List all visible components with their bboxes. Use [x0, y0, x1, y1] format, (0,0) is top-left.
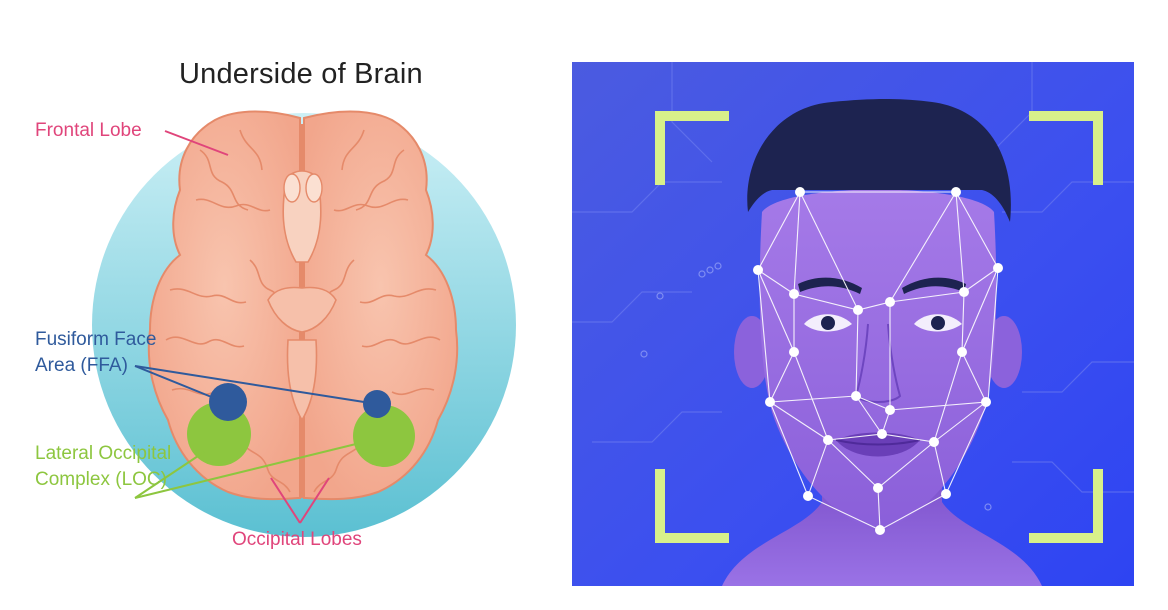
mouth-line	[835, 439, 921, 446]
olfactory-bulb-right	[305, 173, 323, 203]
bracket-bottom-left	[655, 469, 729, 543]
right-eyebrow	[902, 277, 966, 294]
ffa-pointer-right	[134, 365, 365, 403]
pons-structure	[286, 339, 318, 422]
brain-right-hemisphere	[303, 110, 459, 501]
frontal-lobe-label: Frontal Lobe	[35, 120, 142, 141]
circuit-nodes	[640, 262, 992, 511]
right-eye	[914, 314, 962, 332]
brain-illustration	[92, 110, 516, 537]
face-mesh-lines	[757, 191, 999, 531]
ffa-left-marker	[209, 383, 247, 421]
loc-pointer-left	[134, 451, 205, 499]
left-eyebrow	[798, 277, 862, 294]
nose	[854, 323, 902, 403]
face-shape	[759, 189, 997, 532]
bracket-top-right	[1029, 111, 1103, 185]
face-mesh-points	[753, 187, 1003, 535]
hair	[747, 99, 1011, 222]
ffa-pointer-left	[134, 365, 215, 399]
loc-pointer-right	[134, 443, 357, 499]
occipital-lobes-label: Occipital Lobes	[232, 529, 362, 550]
occipital-pointer-right	[299, 477, 330, 524]
face-recognition-illustration	[572, 62, 1134, 586]
bracket-bottom-right	[1029, 469, 1103, 543]
circuit-lines	[572, 62, 1134, 493]
brain-diagram-panel: Underside of Brain Frontal Lobe Fusiform…	[0, 0, 560, 610]
ffa-right-marker	[363, 390, 391, 418]
face-scan-artwork	[572, 62, 1134, 586]
bracket-top-left	[655, 111, 729, 185]
midbrain-structure	[267, 286, 337, 333]
loc-right-marker	[353, 405, 415, 467]
frontal-lobe-pointer	[164, 130, 229, 156]
diagram-title: Underside of Brain	[179, 58, 423, 90]
brain-left-hemisphere	[147, 110, 301, 501]
olfactory-bulb-left	[283, 173, 301, 203]
loc-label: Lateral Occipital Complex (LOC)	[35, 443, 172, 490]
occipital-pointer-left	[270, 477, 301, 524]
ffa-label: Fusiform Face Area (FFA)	[35, 329, 157, 376]
scan-corner-brackets	[655, 111, 1103, 543]
left-eye	[804, 314, 852, 332]
